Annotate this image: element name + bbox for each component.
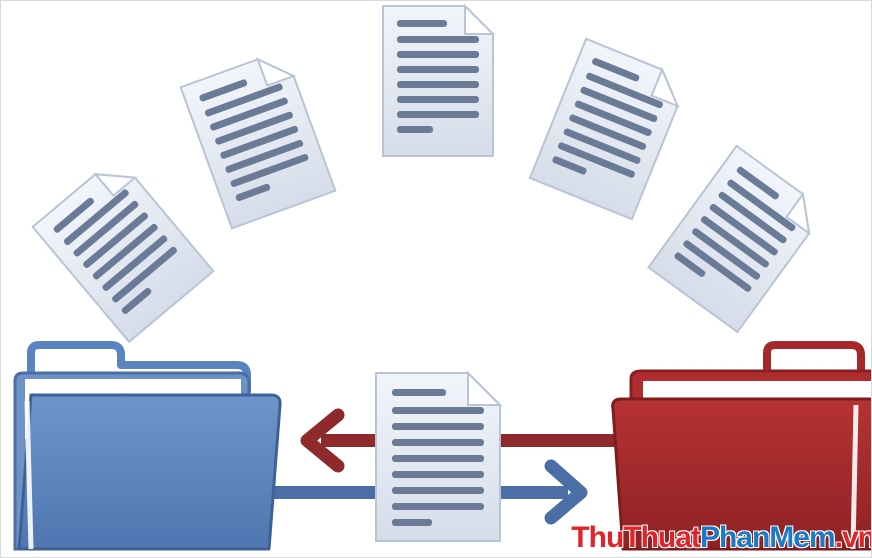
document-icon (647, 144, 827, 334)
document-icon (179, 48, 337, 230)
document-icon (375, 370, 503, 542)
watermark-part-2: PhanMem (699, 521, 836, 554)
blue-folder-icon (13, 341, 282, 551)
document-icon (528, 37, 690, 221)
red-folder-icon (611, 341, 871, 551)
watermark-part-3: .vn (834, 521, 872, 554)
watermark-logo: ThuThuatPhanMem.vn (571, 521, 872, 555)
document-icon (31, 155, 215, 343)
watermark-part-1: ThuThuat (571, 521, 701, 554)
document-icon (382, 5, 494, 157)
